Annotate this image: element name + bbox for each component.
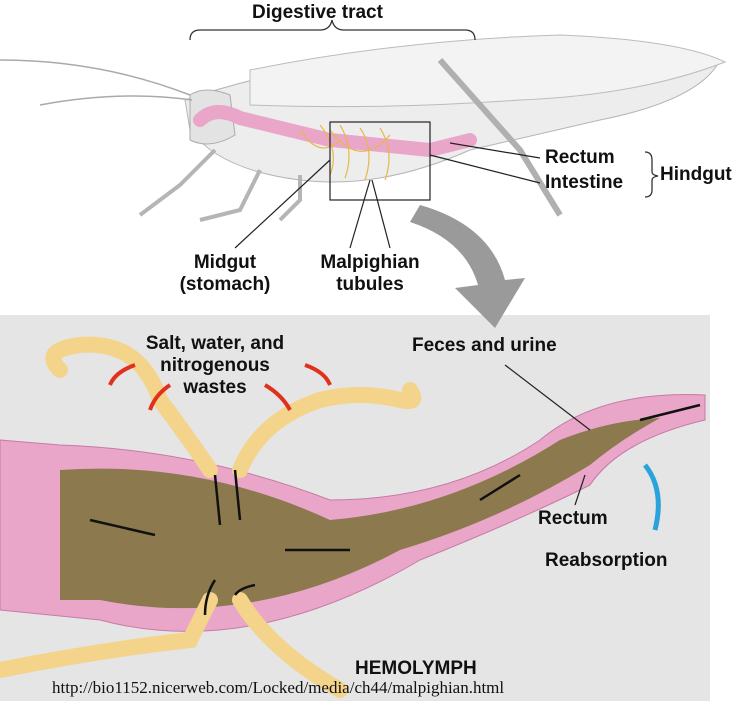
hindgut-bracket	[644, 151, 659, 198]
source-url: http://bio1152.nicerweb.com/Locked/media…	[52, 678, 505, 697]
digestive-tract-label: Digestive tract	[252, 2, 383, 23]
hindgut-label: Hindgut	[660, 164, 732, 185]
digestive-tract-bracket	[189, 19, 476, 41]
salt-line-2: nitrogenous	[160, 355, 270, 376]
midgut-line-1: Midgut	[193, 252, 257, 273]
grasshopper-illustration	[0, 19, 727, 249]
malpighian-label: Malpighian tubules	[305, 252, 435, 296]
reabsorption-label: Reabsorption	[545, 550, 668, 571]
midgut-label: Midgut (stomach)	[160, 252, 290, 296]
reabsorption-arrow	[643, 463, 661, 531]
gut-cross-section	[0, 336, 706, 698]
hemolymph-label: HEMOLYMPH	[355, 658, 477, 679]
midgut-line-2: (stomach)	[179, 274, 271, 295]
flow-arrows	[89, 403, 701, 616]
rectum-label-top: Rectum	[545, 147, 615, 168]
salt-water-wastes-label: Salt, water, and nitrogenous wastes	[115, 333, 315, 399]
rectum-label-bottom: Rectum	[538, 508, 608, 529]
feces-mass	[60, 418, 660, 609]
salt-line-3: wastes	[183, 377, 247, 398]
salt-line-1: Salt, water, and	[145, 333, 285, 354]
feces-urine-label: Feces and urine	[412, 335, 557, 356]
zoom-arrow	[410, 205, 525, 328]
zoom-box	[329, 121, 431, 201]
intestine-label: Intestine	[545, 172, 624, 193]
red-arrows	[108, 363, 332, 411]
malpighian-line-2: tubules	[336, 274, 404, 295]
malpighian-line-1: Malpighian	[320, 252, 420, 273]
